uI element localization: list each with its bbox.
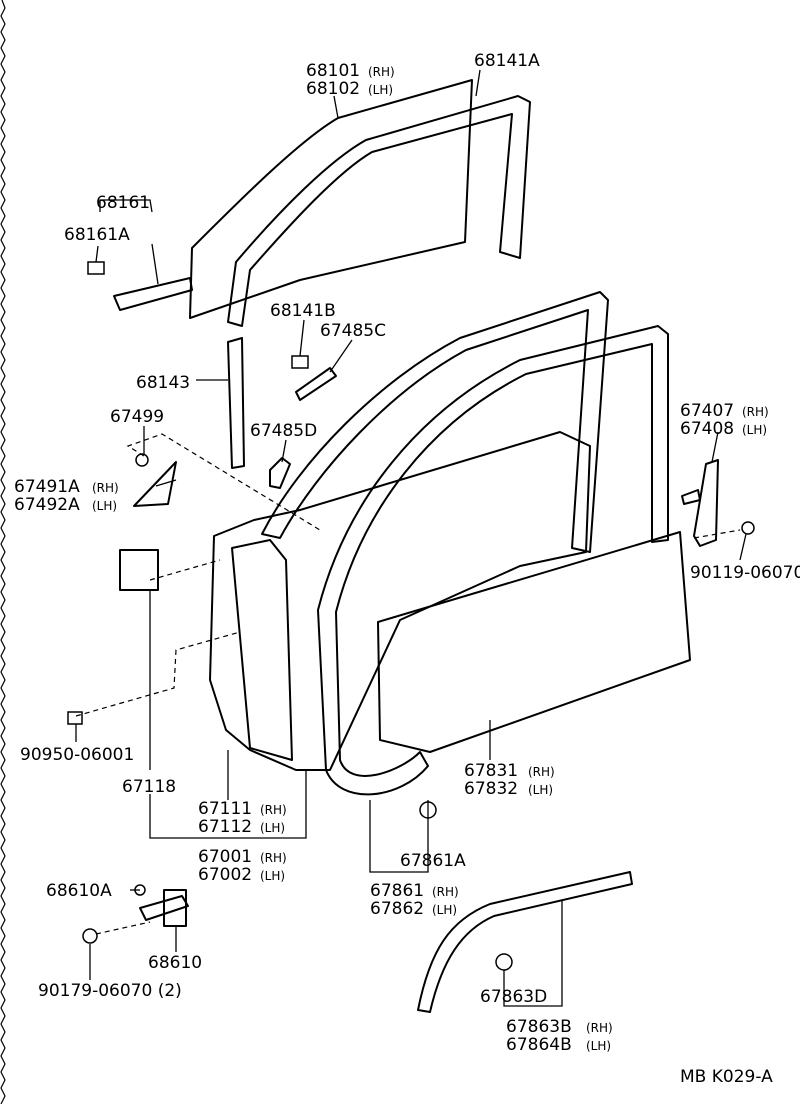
label-68161A: 68161A	[64, 225, 130, 245]
sash-bracket	[681, 489, 701, 505]
label-68141A: 68141A	[474, 51, 540, 71]
label-67831: 67831	[464, 761, 518, 781]
ref-line-3	[75, 631, 241, 717]
label-90119: 90119-06070	[690, 563, 800, 583]
label-67861A: 67861A	[400, 851, 466, 871]
label-67112: 67112	[198, 817, 252, 837]
hinge-cover	[119, 549, 159, 591]
outer-panel	[231, 539, 293, 761]
label-67408-side: (LH)	[742, 423, 767, 437]
door-glass	[189, 79, 473, 319]
label-90950: 90950-06001	[20, 745, 134, 765]
label-67861: 67861	[370, 881, 424, 901]
hole-plug	[67, 711, 83, 725]
label-67111-side: (RH)	[260, 803, 287, 817]
label-67002: 67002	[198, 865, 252, 885]
label-67485C: 67485C	[320, 321, 386, 341]
diagram-code: MB K029-A	[680, 1067, 773, 1087]
label-67491A: 67491A	[14, 477, 80, 497]
roof-weatherstrip	[417, 871, 633, 1013]
ref-line-5	[693, 529, 741, 539]
label-67499: 67499	[110, 407, 164, 427]
label-67112-side: (LH)	[260, 821, 285, 835]
ref-line-2	[149, 559, 221, 581]
ref-line-4	[95, 921, 151, 935]
label-67407: 67407	[680, 401, 734, 421]
bolt-90179	[82, 928, 98, 944]
label-67864B: 67864B	[506, 1035, 572, 1055]
ref-line-1	[126, 433, 321, 531]
label-67863B-side: (RH)	[586, 1021, 613, 1035]
label-67111: 67111	[198, 799, 252, 819]
division-bar	[227, 337, 245, 469]
leader-lines	[75, 69, 747, 1007]
label-67118: 67118	[122, 777, 176, 797]
clip-68141B	[291, 355, 309, 369]
outer-weatherstrip	[113, 277, 193, 311]
label-67863D: 67863D	[480, 987, 547, 1007]
clip-67863D	[495, 953, 513, 971]
screw-67499	[135, 453, 149, 467]
label-67408: 67408	[680, 419, 734, 439]
label-67001: 67001	[198, 847, 252, 867]
door-frame	[261, 291, 609, 553]
label-67492A-side: (LH)	[92, 499, 117, 513]
label-67491A-side: (RH)	[92, 481, 119, 495]
label-67407-side: (RH)	[742, 405, 769, 419]
door-panel	[209, 431, 591, 771]
label-67863B: 67863B	[506, 1017, 572, 1037]
label-67831-side: (RH)	[528, 765, 555, 779]
label-68143: 68143	[136, 373, 190, 393]
label-68102: 68102	[306, 79, 360, 99]
label-67864B-side: (LH)	[586, 1039, 611, 1053]
label-90179: 90179-06070 (2)	[38, 981, 182, 1001]
label-67832-side: (LH)	[528, 783, 553, 797]
door-check	[139, 895, 189, 921]
label-67485D: 67485D	[250, 421, 317, 441]
clip-68161A	[87, 261, 105, 275]
service-hole-cover	[377, 531, 691, 753]
corner-cover	[133, 461, 177, 507]
label-67001-side: (RH)	[260, 851, 287, 865]
label-67862-side: (LH)	[432, 903, 457, 917]
stopper-67485C	[295, 367, 337, 401]
stopper-67485D	[269, 457, 291, 489]
label-67861-side: (RH)	[432, 885, 459, 899]
label-68610: 68610	[148, 953, 202, 973]
screw-90119	[741, 521, 755, 535]
label-67832: 67832	[464, 779, 518, 799]
label-68102-side: (LH)	[368, 83, 393, 97]
label-67492A: 67492A	[14, 495, 80, 515]
label-67002-side: (LH)	[260, 869, 285, 883]
label-68101: 68101	[306, 61, 360, 81]
label-68141B: 68141B	[270, 301, 336, 321]
label-67862: 67862	[370, 899, 424, 919]
door-weatherstrip	[317, 325, 669, 796]
torn-edge	[0, 0, 6, 1104]
label-68161: 68161	[96, 193, 150, 213]
check-bracket	[163, 889, 187, 927]
rear-sash	[693, 459, 719, 547]
label-68610A: 68610A	[46, 881, 112, 901]
label-68101-side: (RH)	[368, 65, 395, 79]
glass-run	[227, 95, 531, 327]
